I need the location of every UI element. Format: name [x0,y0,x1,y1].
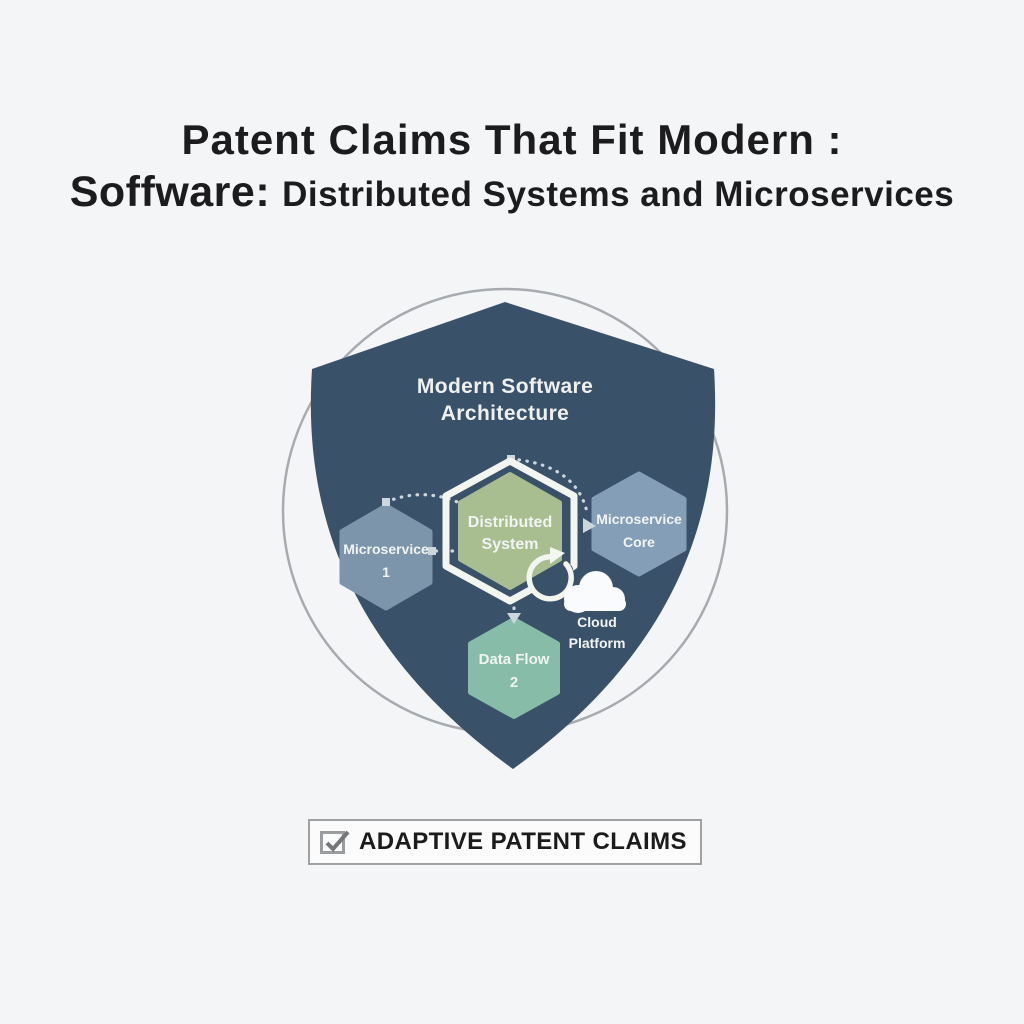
label-microservice-core-line2: Core [623,534,655,550]
shield-heading-line2: Architecture [440,402,570,425]
label-microservice-1-line2: 1 [382,564,390,580]
label-distributed-system: Distributed System [468,512,552,556]
cloud-icon [564,571,626,613]
hexagon-ring [442,457,578,605]
label-distributed-system-line2: System [481,536,539,553]
refresh-icon [526,547,574,602]
label-distributed-system-line1: Distributed [467,514,553,531]
label-microservice-core: Microservice Core [596,508,682,554]
hexagon-microservice-1 [339,503,433,611]
shield-heading-line1: Modern Software [416,375,594,398]
dotted-connector-top-left [384,493,466,507]
label-microservice-1: Microservice 1 [343,538,429,584]
label-cloud-platform-line2: Platform [568,635,626,651]
connector-node-square [428,547,436,555]
label-microservice-1-line1: Microservice [343,541,429,557]
label-data-flow-line2: 2 [509,674,519,691]
hexagon-distributed-system [458,472,562,590]
poster-title: Patent Claims That Fit Modern : Soffware… [0,117,1024,225]
hexagon-data-flow [468,617,560,719]
hexagon-microservice-core [591,471,687,577]
dotted-connector-top-right [509,457,589,514]
connector-node-square [382,498,390,506]
adaptive-claims-banner: ADAPTIVE PATENT CLAIMS [308,819,702,865]
label-data-flow: Data Flow 2 [479,648,550,694]
arrowhead-icon-down [507,613,521,624]
adaptive-claims-label: ADAPTIVE PATENT CLAIMS [359,828,687,855]
checkbox-icon [320,830,350,854]
poster-title-line1: Patent Claims That Fit Modern : [181,116,843,163]
poster-title-line2-rest: Distributed Systems and Microservices [282,175,955,214]
poster-title-line2: Soffware: Distributed Systems and Microse… [0,169,1024,225]
poster-title-line2-lead: Soffware: [69,168,271,216]
ring-gap [532,563,573,593]
label-data-flow-line1: Data Flow [478,651,550,668]
label-cloud-platform-line1: Cloud [577,614,617,630]
arrowhead-icon-right [583,518,596,533]
label-cloud-platform: Cloud Platform [569,612,626,654]
shield-heading: Modern Software Architecture [417,373,593,427]
label-microservice-core-line1: Microservice [596,511,682,527]
